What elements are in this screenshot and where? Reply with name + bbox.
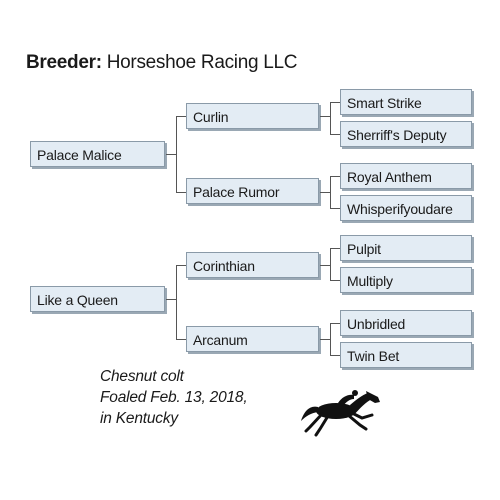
connector-line: [330, 323, 340, 324]
connector-line: [330, 248, 340, 249]
pedigree-curlin: Curlin: [186, 103, 319, 129]
pedigree-whisperifyoudare: Whisperifyoudare: [340, 195, 472, 221]
connector-line: [176, 265, 177, 340]
connector-line: [330, 102, 331, 135]
connector-line: [330, 176, 340, 177]
connector-line: [330, 280, 340, 281]
pedigree-like-a-queen: Like a Queen: [30, 286, 165, 312]
pedigree-palace-malice: Palace Malice: [30, 141, 165, 167]
connector-line: [330, 248, 331, 281]
foaling-details: Chesnut colt Foaled Feb. 13, 2018, in Ke…: [100, 366, 248, 429]
pedigree-pulpit: Pulpit: [340, 235, 472, 261]
connector-line: [176, 265, 186, 266]
breeder-line: Breeder: Horseshoe Racing LLC: [26, 52, 297, 74]
pedigree-multiply: Multiply: [340, 267, 472, 293]
pedigree-royal-anthem: Royal Anthem: [340, 163, 472, 189]
connector-line: [330, 323, 331, 356]
connector-line: [330, 134, 340, 135]
pedigree-arcanum: Arcanum: [186, 326, 319, 352]
connector-line: [176, 339, 186, 340]
connector-line: [330, 102, 340, 103]
pedigree-twin-bet: Twin Bet: [340, 342, 472, 368]
breeder-name: Horseshoe Racing LLC: [106, 52, 298, 73]
connector-line: [176, 116, 177, 193]
connector-line: [176, 192, 186, 193]
connector-line: [166, 154, 177, 155]
pedigree-smart-strike: Smart Strike: [340, 89, 472, 115]
foaled-line-3: in Kentucky: [100, 410, 178, 427]
foaled-line-1: Chesnut colt: [100, 368, 184, 385]
pedigree-palace-rumor: Palace Rumor: [186, 178, 319, 204]
foaled-line-2: Foaled Feb. 13, 2018,: [100, 389, 248, 406]
connector-line: [320, 116, 331, 117]
pedigree-corinthian: Corinthian: [186, 252, 319, 278]
breeder-label: Breeder:: [26, 52, 102, 73]
connector-line: [166, 299, 177, 300]
connector-line: [320, 339, 331, 340]
connector-line: [320, 265, 331, 266]
connector-line: [176, 116, 186, 117]
connector-line: [330, 355, 340, 356]
racehorse-jockey-silhouette-icon: [301, 390, 380, 437]
connector-line: [330, 208, 340, 209]
pedigree-sherriffs-deputy: Sherriff's Deputy: [340, 121, 472, 147]
connector-line: [320, 192, 331, 193]
pedigree-unbridled: Unbridled: [340, 310, 472, 336]
connector-line: [330, 176, 331, 209]
